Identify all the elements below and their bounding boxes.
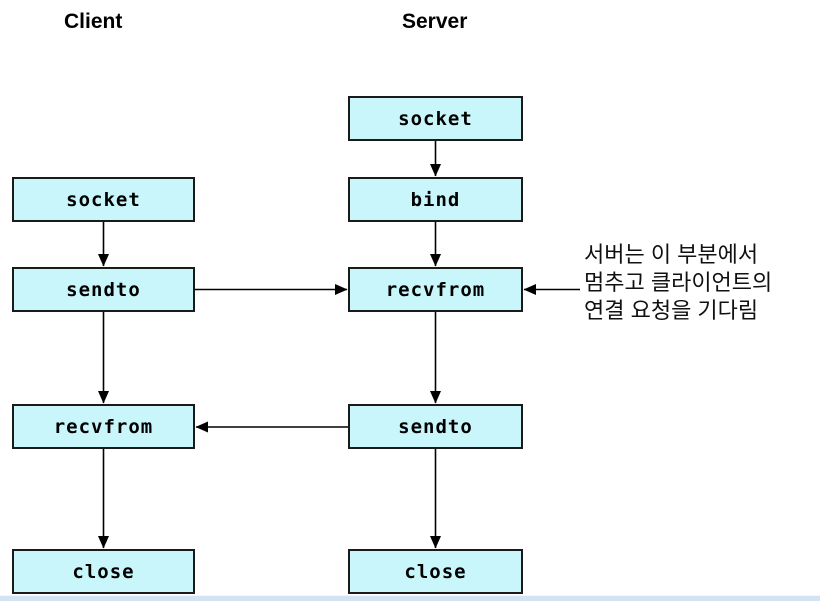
node-server-socket: socket — [348, 96, 523, 141]
node-client-close: close — [12, 549, 195, 594]
client-column-header: Client — [64, 10, 123, 33]
bottom-border-strip — [0, 595, 820, 601]
node-client-sendto: sendto — [12, 267, 195, 312]
node-client-recvfrom: recvfrom — [12, 404, 195, 449]
annotation-line-1: 서버는 이 부분에서 — [584, 242, 759, 267]
node-server-sendto: sendto — [348, 404, 523, 449]
annotation-line-2: 멈추고 클라이언트의 — [584, 270, 773, 295]
server-column-header: Server — [402, 10, 468, 33]
node-client-socket: socket — [12, 177, 195, 222]
annotation-line-3: 연결 요청을 기다림 — [584, 298, 759, 323]
node-server-close: close — [348, 549, 523, 594]
node-server-recvfrom: recvfrom — [348, 267, 523, 312]
server-wait-annotation: 서버는 이 부분에서 멈추고 클라이언트의 연결 요청을 기다림 — [584, 241, 772, 325]
node-server-bind: bind — [348, 177, 523, 222]
